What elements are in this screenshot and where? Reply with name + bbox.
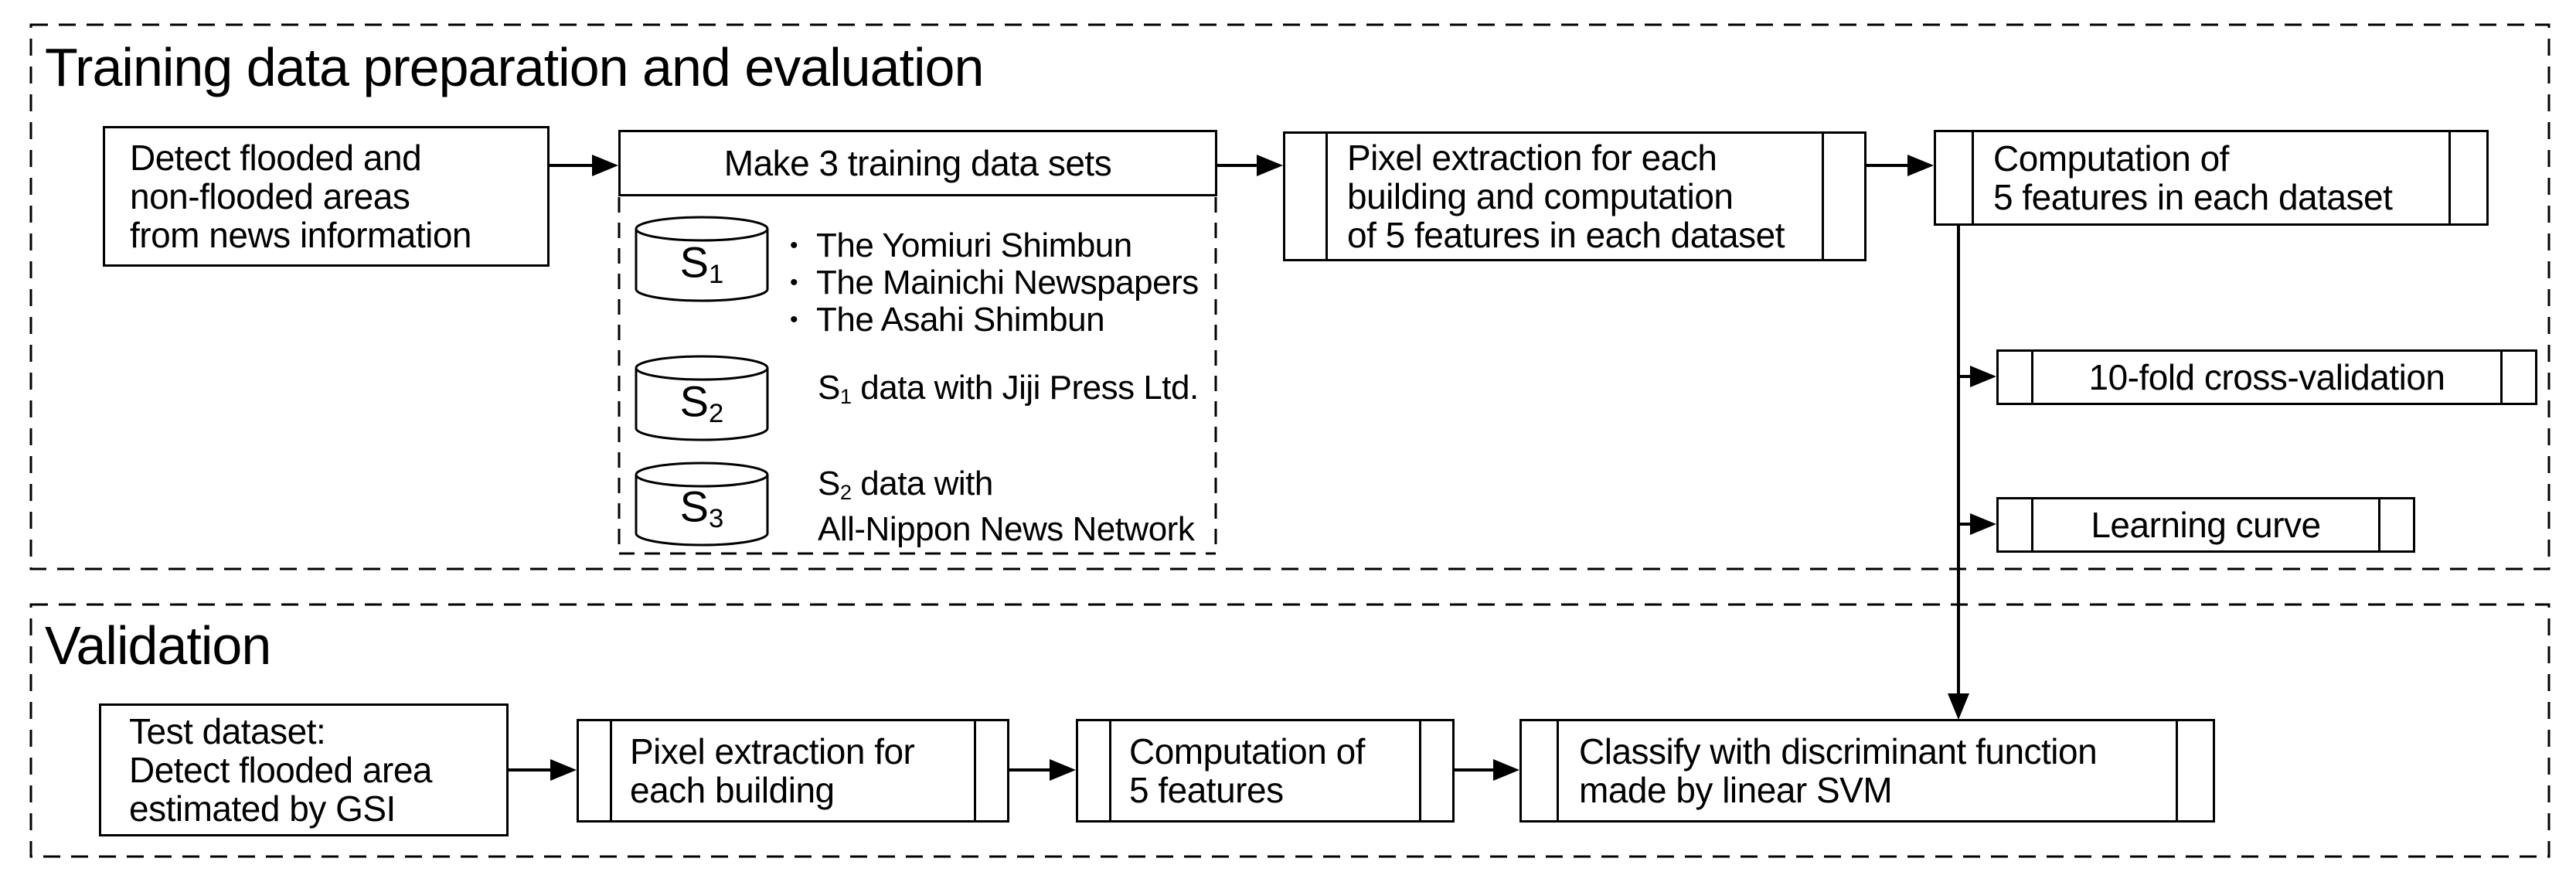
make-training-sets-box: Make 3 training data sets (618, 130, 1217, 196)
s3-desc-line1: S2 data with (818, 465, 1194, 511)
make-training-sets-label: Make 3 training data sets (723, 143, 1112, 183)
s1-source: The Asahi Shimbun (816, 301, 1105, 339)
test-dataset-box: Test dataset: Detect flooded area estima… (99, 703, 509, 836)
training-section-frame (29, 23, 2550, 571)
pixel-extraction-line: of 5 features in each dataset (1347, 215, 1785, 255)
test-dataset-line: estimated by GSI (129, 789, 396, 829)
validation-section-frame (29, 603, 2550, 858)
list-item: • The Mainichi Newspapers (790, 264, 1199, 301)
pixel-extraction-line: building and computation (1347, 176, 1734, 216)
cylinder-s2-base: S (679, 376, 710, 426)
validation-section-title: Validation (45, 615, 271, 676)
pixel-extraction-val-line: each building (630, 770, 835, 810)
cylinder-s3-icon (635, 462, 769, 547)
cylinder-s1-label: S1 (680, 240, 724, 288)
connector-arrows (509, 155, 1996, 781)
s2-desc-sub: 1 (839, 384, 852, 408)
bullet-icon: • (790, 233, 798, 258)
classify-svm-box: Classify with discriminant function made… (1519, 719, 2215, 823)
learning-curve-box: Learning curve (1996, 497, 2415, 553)
test-dataset-line: Test dataset: (129, 711, 326, 751)
bullet-icon: • (790, 307, 798, 332)
computation-line: 5 features in each dataset (1993, 177, 2393, 217)
s1-source-list: • The Yomiuri Shimbun • The Mainichi New… (790, 227, 1199, 339)
s3-description: S2 data with All-Nippon News Network (818, 465, 1195, 548)
computation-val-line: 5 features (1129, 770, 1284, 810)
s2-desc-rest: data with Jiji Press Ltd. (851, 369, 1199, 407)
bullet-icon: • (790, 270, 798, 295)
detect-flooded-box: Detect flooded and non-flooded areas fro… (103, 126, 550, 267)
s2-description: S1 data with Jiji Press Ltd. (818, 370, 1199, 415)
classify-line: Classify with discriminant function (1579, 731, 2098, 772)
test-dataset-line: Detect flooded area (129, 750, 433, 790)
cylinder-s2-label: S2 (680, 380, 724, 427)
s3-desc-base: S (818, 465, 840, 502)
cross-validation-label: 10-fold cross-validation (2088, 357, 2445, 397)
list-item: • The Asahi Shimbun (790, 301, 1199, 339)
detect-flooded-line: Detect flooded and (130, 138, 422, 178)
cylinder-s3-base: S (679, 482, 710, 531)
s2-desc-base: S (818, 369, 840, 407)
pixel-extraction-line: Pixel extraction for each (1347, 138, 1717, 178)
training-section-title: Training data preparation and evaluation (45, 37, 984, 97)
cylinder-s1-sub: 1 (709, 259, 724, 289)
cross-validation-box: 10-fold cross-validation (1996, 349, 2537, 405)
classify-line: made by linear SVM (1579, 770, 1893, 810)
cylinder-s1-base: S (679, 237, 710, 287)
datasets-dashed-box (618, 197, 1217, 555)
computation-line: Computation of (1993, 138, 2229, 179)
s3-desc-line2: All-Nippon News Network (818, 510, 1195, 548)
pixel-extraction-validation-box: Pixel extraction for each building (577, 719, 1009, 823)
pixel-extraction-training-box: Pixel extraction for each building and c… (1283, 131, 1866, 261)
cylinder-s3-sub: 3 (709, 503, 724, 533)
s1-source: The Mainichi Newspapers (816, 264, 1199, 301)
computation-features-training-box: Computation of 5 features in each datase… (1934, 130, 2489, 226)
cylinder-s2-sub: 2 (709, 398, 724, 428)
computation-val-line: Computation of (1129, 731, 1365, 772)
detect-flooded-line: from news information (130, 215, 472, 255)
s1-source: The Yomiuri Shimbun (816, 227, 1132, 264)
cylinder-s2-icon (635, 355, 769, 441)
dataset-cylinders (635, 216, 769, 547)
cylinder-s3-label: S3 (680, 485, 724, 532)
s3-desc-sub: 2 (839, 480, 852, 504)
cylinder-s1-icon (635, 216, 769, 302)
list-item: • The Yomiuri Shimbun (790, 227, 1199, 264)
pixel-extraction-val-line: Pixel extraction for (630, 731, 915, 772)
learning-curve-label: Learning curve (2091, 505, 2321, 545)
s3-desc-rest: data with (851, 465, 993, 502)
detect-flooded-line: non-flooded areas (130, 176, 410, 216)
computation-features-validation-box: Computation of 5 features (1076, 719, 1455, 823)
